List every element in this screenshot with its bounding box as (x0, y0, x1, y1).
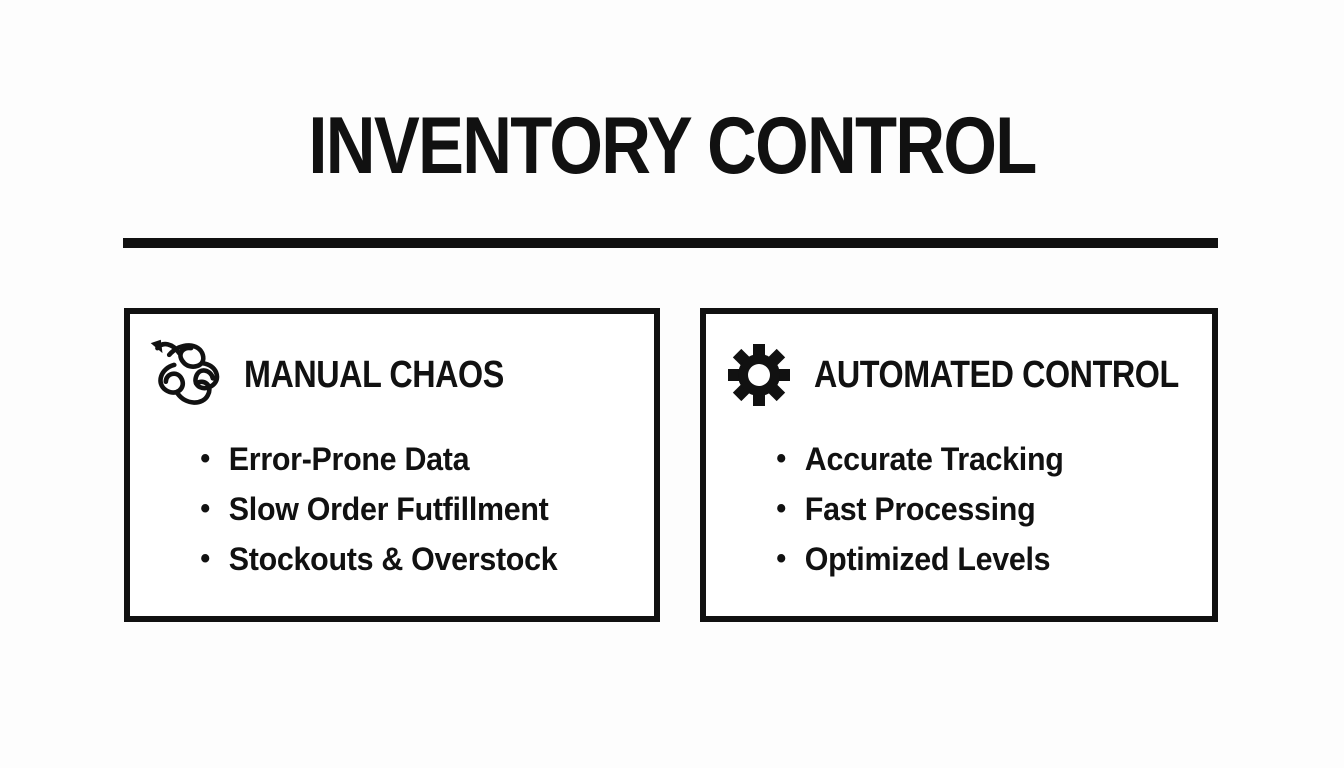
panel-automated-heading: AUTOMATED CONTROL (814, 353, 1179, 396)
page-title: INVENTORY CONTROL (308, 101, 1037, 191)
list-item: Fast Processing (776, 484, 1186, 534)
tangle-scribble-icon (142, 332, 230, 418)
panel-manual-chaos: MANUAL CHAOS Error-Prone Data Slow Order… (124, 308, 660, 622)
panel-manual-bullet-list: Error-Prone Data Slow Order Futfillment … (130, 434, 628, 584)
list-item: Optimized Levels (776, 534, 1186, 584)
list-item: Error-Prone Data (200, 434, 628, 484)
panel-manual-heading: MANUAL CHAOS (244, 353, 504, 396)
list-item: Stockouts & Overstock (200, 534, 628, 584)
panel-automated-bullet-list: Accurate Tracking Fast Processing Optimi… (706, 434, 1187, 584)
list-item: Slow Order Futfillment (200, 484, 628, 534)
panel-automated-control: AUTOMATED CONTROL Accurate Tracking Fast… (700, 308, 1218, 622)
panel-manual-header: MANUAL CHAOS (142, 332, 644, 418)
panel-automated-header: AUTOMATED CONTROL (718, 332, 1202, 418)
gear-icon (726, 342, 792, 408)
title-divider-rule (123, 238, 1218, 248)
list-item: Accurate Tracking (776, 434, 1186, 484)
